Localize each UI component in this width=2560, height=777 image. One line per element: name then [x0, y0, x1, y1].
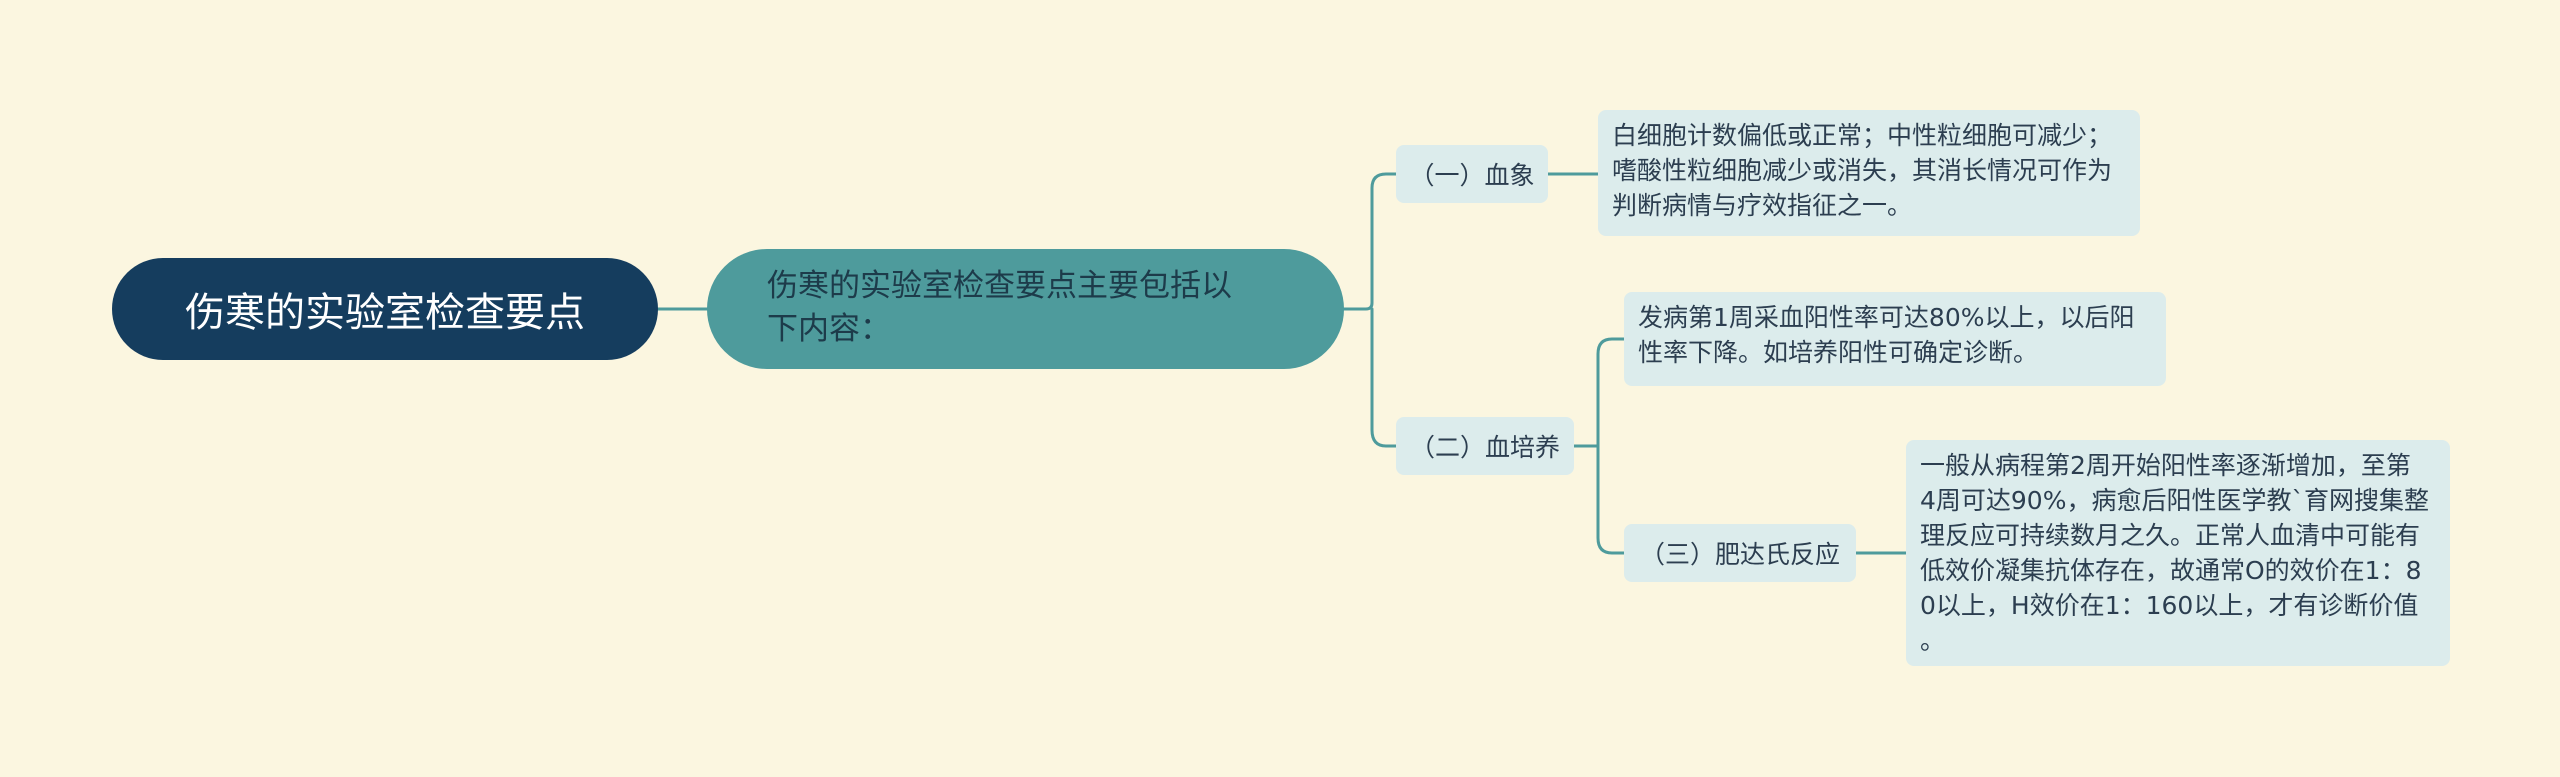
detail-blood-culture: 发病第1周采血阳性率可达80%以上，以后阳 性率下降。如培养阳性可确定诊断。 — [1624, 292, 2166, 386]
branch-label: （三）肥达氏反应 — [1639, 540, 1840, 569]
connector-branch2-branch3 — [1596, 444, 1626, 555]
branch-label: （二）血培养 — [1409, 433, 1560, 462]
detail-line: 一般从病程第2周开始阳性率逐渐增加，至第 — [1920, 451, 2411, 480]
branch-widal-reaction: （三）肥达氏反应 — [1624, 524, 1856, 582]
detail-widal-reaction: 一般从病程第2周开始阳性率逐渐增加，至第 4周可达90%，病愈后阳性医学教`育网… — [1906, 440, 2450, 666]
detail-line: 0以上，H效价在1：160以上，才有诊断价值 — [1920, 591, 2419, 620]
branch-blood-picture: （一）血象 — [1396, 145, 1548, 203]
connector-branch2-detail — [1596, 337, 1626, 448]
detail-line: 理反应可持续数月之久。正常人血清中可能有 — [1920, 521, 2421, 550]
detail-line: 4周可达90%，病愈后阳性医学教`育网搜集整 — [1920, 486, 2429, 515]
main-topic-line: 下内容： — [767, 311, 891, 347]
detail-line: 性率下降。如培养阳性可确定诊断。 — [1638, 338, 2039, 367]
detail-line: 判断病情与疗效指征之一。 — [1612, 191, 1913, 220]
main-topic: 伤寒的实验室检查要点主要包括以 下内容： — [707, 249, 1344, 369]
main-topic-line: 伤寒的实验室检查要点主要包括以 — [767, 268, 1232, 304]
root-topic: 伤寒的实验室检查要点 — [112, 258, 658, 360]
branch-blood-culture: （二）血培养 — [1396, 417, 1574, 475]
detail-line: 白细胞计数偏低或正常；中性粒细胞可减少； — [1612, 121, 2113, 150]
connector-main-branch1 — [1342, 172, 1398, 311]
detail-line: 低效价凝集抗体存在，故通常O的效价在1：8 — [1920, 556, 2422, 585]
detail-line: 嗜酸性粒细胞减少或消失，其消长情况可作为 — [1612, 156, 2113, 185]
branch-label: （一）血象 — [1409, 161, 1535, 190]
detail-line: 。 — [1920, 626, 1946, 655]
detail-blood-picture: 白细胞计数偏低或正常；中性粒细胞可减少； 嗜酸性粒细胞减少或消失，其消长情况可作… — [1598, 110, 2140, 236]
connector-main-branch2 — [1370, 307, 1398, 448]
root-topic-label: 伤寒的实验室检查要点 — [185, 290, 585, 336]
detail-line: 发病第1周采血阳性率可达80%以上，以后阳 — [1638, 303, 2135, 332]
